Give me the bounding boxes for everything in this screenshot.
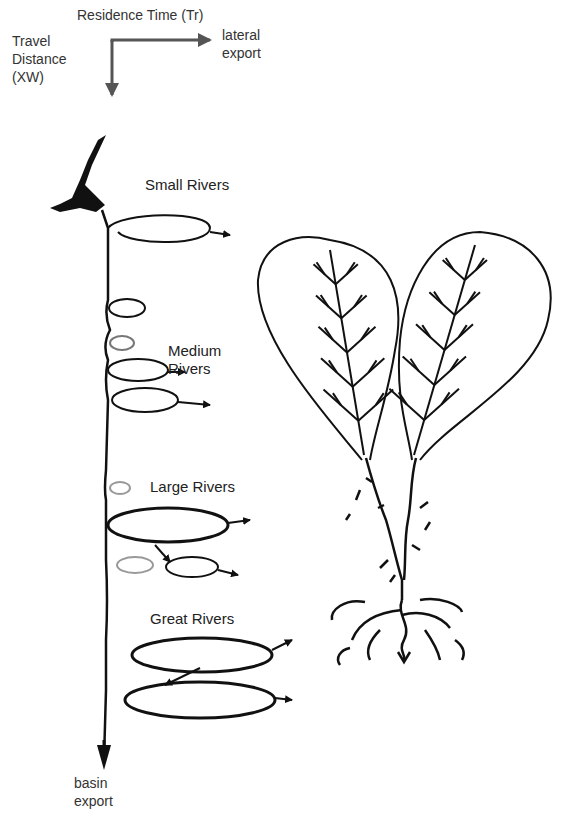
river-size-label: Great Rivers	[150, 610, 234, 628]
stream-line	[321, 295, 329, 307]
stream-line	[376, 393, 384, 405]
stream-line	[476, 258, 484, 270]
stream-line	[403, 357, 435, 386]
stream-line	[455, 292, 480, 315]
stream-line	[445, 324, 474, 350]
spiral-loops	[108, 215, 292, 718]
river-size-label: Small Rivers	[145, 176, 229, 194]
catchments	[258, 232, 551, 460]
stream-line	[333, 393, 341, 405]
stream-line	[369, 360, 377, 372]
stream-line	[354, 295, 362, 307]
stream-line	[324, 389, 359, 420]
stream-line	[319, 327, 348, 353]
lower-channel	[332, 458, 464, 665]
axis-label: lateral export	[222, 26, 292, 62]
river-size-label: Large Rivers	[150, 478, 235, 496]
stream-line	[325, 328, 333, 340]
stream-line	[353, 358, 385, 387]
river-size-label: Medium Rivers	[168, 342, 258, 378]
stream-line	[434, 357, 466, 386]
main-channel	[97, 210, 111, 770]
stream-line	[459, 325, 467, 337]
stream-line	[347, 262, 355, 274]
stream-line	[446, 258, 454, 270]
stream-line	[422, 325, 430, 337]
stream-line	[429, 292, 454, 315]
stream-line	[329, 360, 337, 372]
stream-line	[450, 359, 458, 371]
stream-line	[389, 389, 424, 420]
stream-line	[316, 296, 341, 319]
stream-line	[424, 389, 459, 420]
stream-line	[341, 296, 366, 319]
stream-line	[442, 392, 450, 404]
stream-line	[414, 245, 475, 455]
stream-line	[434, 292, 442, 304]
output-label: basin export	[74, 774, 134, 810]
axes	[112, 40, 210, 95]
stream-line	[321, 358, 353, 387]
axis-title: Residence Time (Tr)	[77, 6, 203, 24]
headwater-source	[50, 135, 106, 212]
stream-line	[317, 262, 325, 274]
axis-label: Travel Distance (XW)	[12, 32, 92, 86]
stream-line	[347, 327, 376, 353]
stream-line	[467, 292, 475, 304]
stream-line	[361, 328, 369, 340]
stream-line	[416, 324, 445, 350]
stream-line	[399, 392, 407, 404]
stream-line	[411, 359, 419, 371]
stream-line	[358, 389, 393, 420]
drainage-network	[314, 245, 488, 455]
